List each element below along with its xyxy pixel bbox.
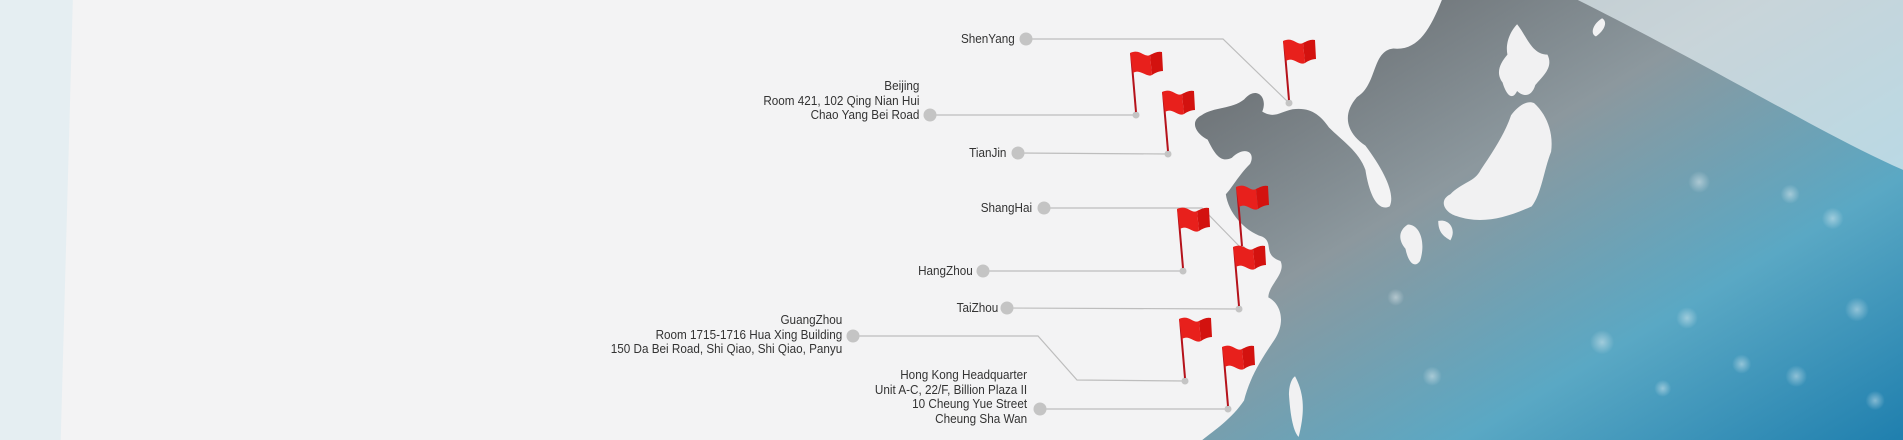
- japan-land: [1400, 18, 1606, 265]
- address-line: Chao Yang Bei Road: [810, 107, 919, 123]
- location-name: ShangHai: [980, 199, 1032, 215]
- connector-line: [1026, 38, 1290, 104]
- address-line: Room 421, 102 Qing Nian Hui: [762, 92, 919, 108]
- label-dot: [1000, 301, 1014, 315]
- location-dot: [1235, 305, 1243, 313]
- connector-line: [1017, 152, 1169, 155]
- marker-tianjin: [1011, 90, 1195, 160]
- location-dot: [1181, 377, 1189, 385]
- marker-shanghai: [1037, 185, 1269, 253]
- location-label-hangzhou: HangZhou: [918, 262, 973, 279]
- location-name: TianJin: [968, 144, 1006, 160]
- address-line: 10 Cheung Yue Street: [912, 396, 1027, 411]
- location-name: TaiZhou: [956, 299, 998, 315]
- marker-hong-kong-headquarter: [1033, 345, 1255, 416]
- location-dot: [1179, 267, 1187, 275]
- taiwan-land: [1288, 376, 1303, 437]
- connector-line: [1006, 307, 1240, 310]
- flag-icon[interactable]: [1179, 317, 1212, 379]
- flag-icon[interactable]: [1236, 185, 1269, 247]
- marker-guangzhou: [846, 317, 1212, 385]
- label-dot: [923, 108, 937, 122]
- location-label-shanghai: ShangHai: [980, 199, 1032, 216]
- address-line: Cheung Sha Wan: [935, 410, 1027, 426]
- location-dot: [1164, 150, 1172, 158]
- location-dot: [1132, 111, 1140, 119]
- location-name: ShenYang: [961, 30, 1015, 46]
- location-name: HangZhou: [918, 262, 973, 278]
- label-dot: [846, 329, 860, 343]
- address-line: 150 Da Bei Road, Shi Qiao, Shi Qiao, Pan…: [610, 341, 842, 357]
- label-dot: [976, 264, 990, 278]
- flag-icon[interactable]: [1233, 245, 1266, 307]
- marker-taizhou: [1000, 245, 1266, 315]
- location-label-shenyang: ShenYang: [961, 30, 1015, 47]
- label-dot: [1033, 402, 1047, 416]
- flag-icon[interactable]: [1177, 207, 1210, 269]
- location-name: GuangZhou: [780, 312, 842, 328]
- label-dot: [1011, 146, 1025, 160]
- flag-icon[interactable]: [1222, 345, 1255, 407]
- label-dot: [1019, 32, 1033, 46]
- location-label-taizhou: TaiZhou: [956, 299, 998, 316]
- address-line: Room 1715-1716 Hua Xing Building: [655, 326, 842, 342]
- label-dot: [1037, 201, 1051, 215]
- china-korea-land: [0, 0, 1442, 440]
- location-name: Hong Kong Headquarter: [900, 367, 1027, 382]
- flag-icon[interactable]: [1162, 90, 1195, 152]
- marker-hangzhou: [976, 207, 1210, 278]
- location-label-tianjin: TianJin: [968, 144, 1006, 161]
- flag-icon[interactable]: [1283, 39, 1316, 101]
- connector-line: [1044, 207, 1243, 250]
- marker-beijing: [923, 51, 1163, 122]
- location-dot: [1285, 99, 1293, 107]
- flag-icon[interactable]: [1130, 51, 1163, 113]
- location-name: Beijing: [883, 78, 919, 94]
- marker-shenyang: [1019, 32, 1316, 107]
- address-line: Unit A-C, 22/F, Billion Plaza II: [874, 381, 1027, 397]
- connector-line: [853, 335, 1186, 382]
- location-dot: [1224, 405, 1232, 413]
